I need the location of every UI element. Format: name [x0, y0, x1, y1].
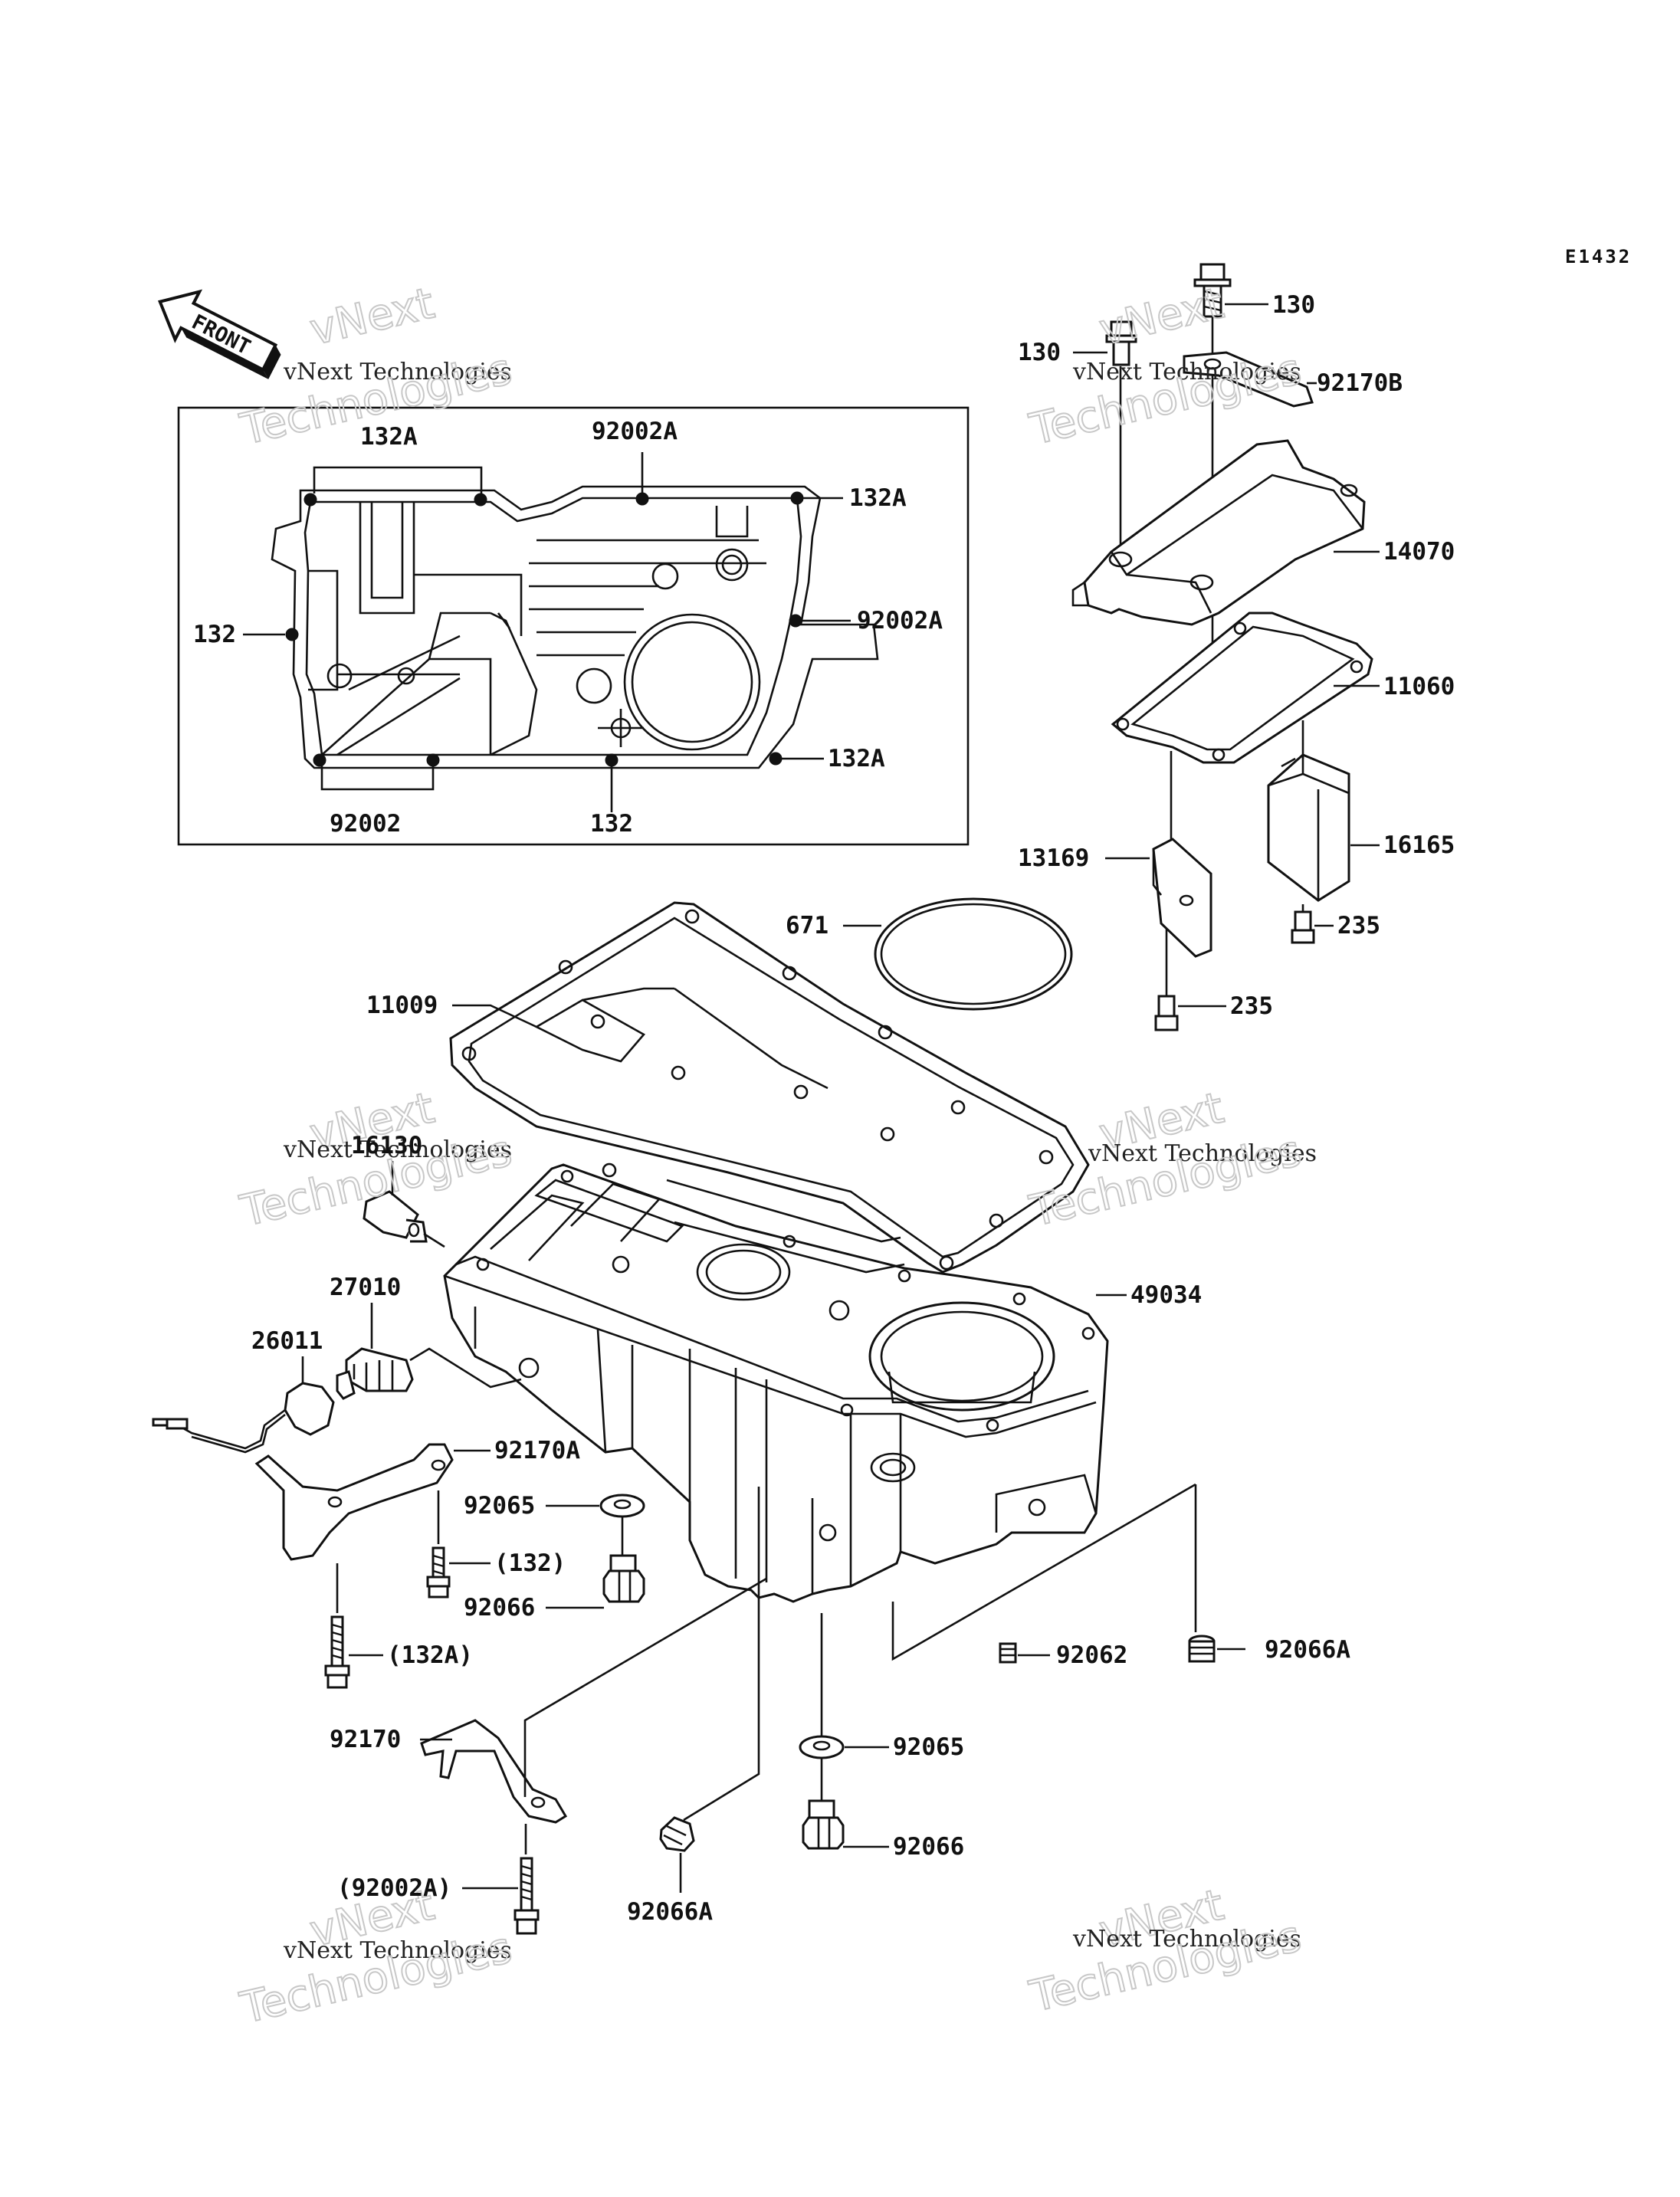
label-132A-top: 132A	[360, 423, 418, 451]
plug-92062	[999, 1642, 1017, 1664]
label-92062: 92062	[1056, 1641, 1127, 1669]
front-arrow-icon: FRONT	[158, 289, 281, 379]
label-92002A-top: 92002A	[592, 418, 678, 445]
bracket-13169	[1152, 838, 1212, 958]
label-13169: 13169	[1018, 844, 1089, 872]
inset-box	[177, 406, 970, 846]
label-16130: 16130	[351, 1132, 422, 1159]
gasket-11009	[449, 901, 1090, 1274]
bolt-130-b	[1105, 320, 1137, 366]
label-11009: 11009	[366, 992, 438, 1019]
bolt-132-paren	[426, 1546, 451, 1599]
bolt-132A-paren	[324, 1615, 350, 1689]
gasket-11060	[1111, 612, 1373, 764]
label-92066A-a: 92066A	[1265, 1636, 1350, 1664]
label-132-bottom: 132	[590, 810, 633, 838]
washer-92065-b	[799, 1735, 845, 1759]
pan-bolt-holes	[476, 1169, 1095, 1432]
label-235-b: 235	[1230, 992, 1273, 1020]
label-14070: 14070	[1383, 538, 1455, 566]
oil-pan-49034	[443, 1163, 1109, 1603]
watermark-6: vNext vNext Technologies Technologies	[1025, 1880, 1307, 2023]
label-130-a: 130	[1272, 291, 1315, 319]
plug-92066A-b	[659, 1816, 695, 1852]
svg-text:vNext Technologies: vNext Technologies	[1072, 359, 1301, 385]
plug-92066A-a	[1188, 1635, 1216, 1663]
label-92170B: 92170B	[1317, 369, 1403, 397]
svg-text:vNext Technologies: vNext Technologies	[283, 1136, 512, 1163]
label-130-b: 130	[1018, 339, 1061, 366]
o-ring-671	[874, 897, 1073, 1011]
svg-text:vNext: vNext	[306, 279, 439, 356]
svg-text:vNext Technologies: vNext Technologies	[1088, 1140, 1317, 1167]
label-92170A: 92170A	[494, 1437, 580, 1464]
washer-92065-a	[599, 1494, 645, 1518]
svg-text:vNext: vNext	[1095, 279, 1229, 356]
label-132A-right-1: 132A	[849, 484, 907, 512]
part-labels: 132A 92002A 132A 132 92002A 132A 92002 1…	[193, 291, 1455, 1926]
bolt-235-b	[1154, 995, 1179, 1031]
label-92066-b: 92066	[893, 1833, 964, 1861]
diagram-code: E1432	[1565, 246, 1632, 267]
plug-92066-a	[602, 1554, 645, 1603]
watermark-5: vNext vNext Technologies Technologies	[235, 1880, 517, 2035]
label-132-paren: (132)	[494, 1549, 566, 1577]
sensor-26011	[152, 1382, 335, 1454]
bolt-235-a	[1291, 910, 1315, 944]
switch-16130	[363, 1190, 428, 1243]
label-132A-right-2: 132A	[828, 745, 885, 772]
bracket-92170	[420, 1719, 568, 1824]
sensor-16165	[1267, 753, 1350, 902]
label-11060: 11060	[1383, 673, 1455, 700]
plug-92066-b	[802, 1799, 845, 1850]
label-92065-a: 92065	[464, 1492, 535, 1520]
label-27010: 27010	[330, 1274, 401, 1301]
label-92002A-paren: (92002A)	[337, 1874, 451, 1902]
bolt-92002A-paren	[514, 1857, 540, 1935]
label-16165: 16165	[1383, 831, 1455, 859]
bolt-dots	[285, 491, 804, 767]
cover-14070	[1071, 439, 1366, 626]
label-92066A-b: 92066A	[627, 1898, 713, 1926]
svg-text:vNext Technologies: vNext Technologies	[283, 359, 512, 385]
label-92170: 92170	[330, 1726, 401, 1753]
label-92002-bottom: 92002	[330, 810, 401, 838]
bracket-92170A	[254, 1443, 454, 1561]
label-671: 671	[786, 912, 829, 939]
svg-text:vNext Technologies: vNext Technologies	[1072, 1926, 1301, 1953]
label-235-a: 235	[1337, 912, 1380, 939]
plate-92170B	[1183, 351, 1314, 408]
svg-text:vNext Technologies: vNext Technologies	[283, 1937, 512, 1964]
label-49034: 49034	[1130, 1281, 1202, 1309]
label-92066-a: 92066	[464, 1594, 535, 1622]
label-132-left: 132	[193, 621, 236, 648]
label-92065-b: 92065	[893, 1733, 964, 1761]
label-132A-paren: (132A)	[387, 1641, 473, 1669]
label-26011: 26011	[251, 1327, 323, 1355]
sensor-27010	[336, 1347, 414, 1400]
label-92002A-right: 92002A	[857, 607, 943, 635]
crankcase-bottom-view	[271, 485, 879, 769]
